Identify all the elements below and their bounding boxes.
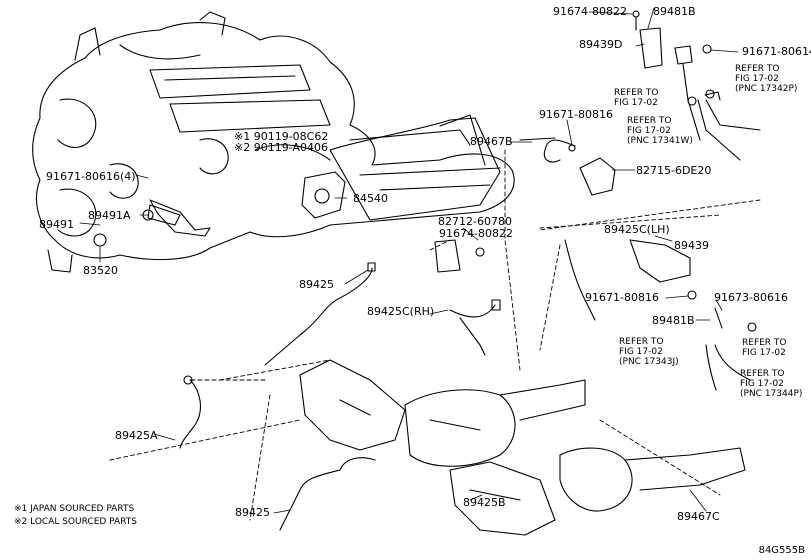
part-89425C-LH: 89425C(LH)	[604, 223, 670, 236]
part-89467B: 89467B	[470, 135, 513, 148]
leader-lines	[79, 7, 739, 514]
guide-lines	[109, 149, 761, 521]
part-89425-bottom: 89425	[235, 506, 270, 519]
ref-line2: FIG 17-02	[619, 347, 663, 357]
ref-line1: REFER TO	[627, 116, 672, 126]
ref-line3: (PNC 17341W)	[627, 136, 693, 146]
ref-line2: FIG 17-02	[614, 98, 658, 108]
part-89491: 89491	[39, 218, 74, 231]
part-82715-6DE20: 82715-6DE20	[636, 164, 712, 177]
part-89481B-top: 89481B	[653, 5, 696, 18]
part-90119-08C62: ※1 90119-08C62	[234, 130, 329, 143]
part-89425-top: 89425	[299, 278, 334, 291]
ref-line3: (PNC 17344P)	[740, 389, 803, 399]
ref-line3: (PNC 17343J)	[619, 357, 679, 367]
engine-assembly	[32, 11, 515, 273]
refer-to-fig-17343J: REFER TO FIG 17-02 (PNC 17343J)	[619, 337, 679, 367]
part-89439: 89439	[674, 239, 709, 252]
refer-to-fig-17-02-b: REFER TO FIG 17-02	[742, 338, 787, 358]
part-91674-80822-top: 91674-80822	[553, 5, 627, 18]
part-89425A: 89425A	[115, 429, 158, 442]
footnote-local: ※2 LOCAL SOURCED PARTS	[14, 517, 137, 527]
refer-to-fig-17344P: REFER TO FIG 17-02 (PNC 17344P)	[740, 369, 802, 399]
ref-line2: FIG 17-02	[735, 74, 779, 84]
mid-sensors	[179, 239, 757, 531]
part-91674-80822-mid: 91674-80822	[439, 227, 513, 240]
part-91671-80816-low: 91671-80816	[585, 291, 659, 304]
ref-line2: FIG 17-02	[740, 379, 784, 389]
part-91673-80616: 91673-80616	[714, 291, 788, 304]
exhaust-catalysts	[299, 359, 746, 536]
ref-line1: REFER TO	[742, 338, 787, 348]
neutral-start-switch	[301, 171, 346, 219]
refer-to-fig-17-02-a: REFER TO FIG 17-02	[614, 88, 659, 108]
part-90119-A0406: ※2 90119-A0406	[234, 141, 328, 154]
part-83520: 83520	[83, 264, 118, 277]
part-89425B: 89425B	[463, 496, 506, 509]
part-89467C: 89467C	[677, 510, 720, 523]
ref-line1: REFER TO	[740, 369, 785, 379]
part-91671-80816-mid: 91671-80816	[539, 108, 613, 121]
part-89439D: 89439D	[579, 38, 623, 51]
bracket-89491A	[149, 199, 211, 237]
ref-line3: (PNC 17342P)	[735, 84, 798, 94]
refer-to-fig-17342P: REFER TO FIG 17-02 (PNC 17342P)	[735, 64, 797, 94]
refer-to-fig-17341W: REFER TO FIG 17-02 (PNC 17341W)	[627, 116, 693, 146]
part-84540: 84540	[353, 192, 388, 205]
ref-line1: REFER TO	[619, 337, 664, 347]
transmission	[329, 114, 501, 221]
footnotes: ※1 JAPAN SOURCED PARTS ※2 LOCAL SOURCED …	[14, 503, 137, 529]
ref-line2: FIG 17-02	[627, 126, 671, 136]
part-91671-80614: 91671-80614	[742, 45, 811, 58]
diagram-code: 84G555B	[758, 545, 805, 556]
part-91671-80616: 91671-80616(4)	[46, 170, 136, 183]
part-82712-60780: 82712-60780	[438, 215, 512, 228]
part-89481B-low: 89481B	[652, 314, 695, 327]
ref-line2: FIG 17-02	[742, 348, 786, 358]
ref-line1: REFER TO	[735, 64, 780, 74]
part-89491A: 89491A	[88, 209, 131, 222]
ref-line1: REFER TO	[614, 88, 659, 98]
footnote-japan: ※1 JAPAN SOURCED PARTS	[14, 504, 135, 514]
part-89425C-RH: 89425C(RH)	[367, 305, 435, 318]
